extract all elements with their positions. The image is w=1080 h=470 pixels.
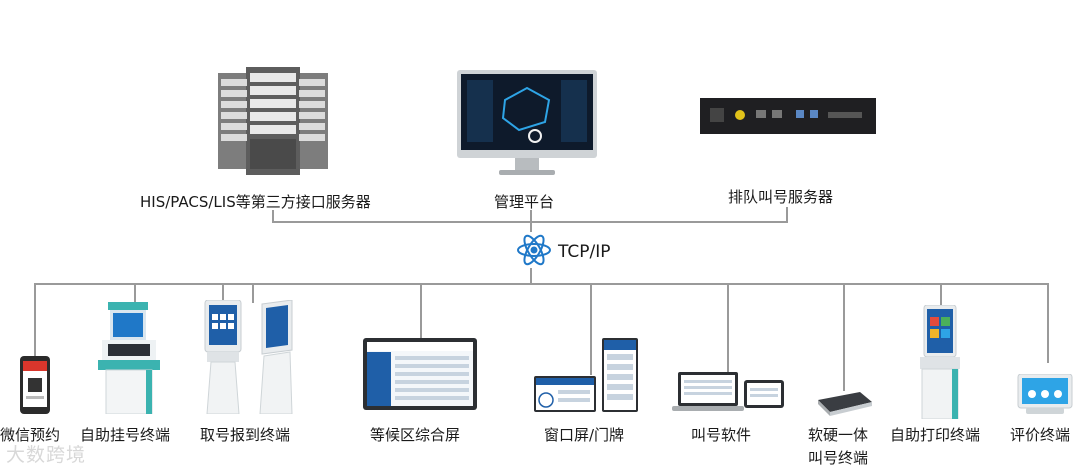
waiting-area-screen-icon xyxy=(363,338,477,410)
self-print-label: 自助打印终端 xyxy=(890,426,981,444)
bottom-bus xyxy=(34,283,1048,285)
drop-waiting-screen xyxy=(420,283,422,338)
drop-evaluation xyxy=(1047,283,1049,363)
integrated-terminal-label-2: 叫号终端 xyxy=(808,449,869,467)
drop-integrated xyxy=(843,283,845,391)
monitor-icon xyxy=(457,70,597,175)
evaluation-label: 评价终端 xyxy=(1010,426,1071,444)
ticket-kiosk-icon-1 xyxy=(204,300,242,414)
protocol-label: TCP/IP xyxy=(558,242,611,262)
top-stem-right xyxy=(786,207,788,222)
platform-label: 管理平台 xyxy=(494,193,555,211)
wechat-label: 微信预约 xyxy=(0,426,61,444)
window-screen-label: 窗口屏/门牌 xyxy=(544,426,625,444)
drop-self-print xyxy=(940,283,942,305)
self-register-kiosk-icon xyxy=(98,302,160,414)
ticket-kiosk-icon-2 xyxy=(259,300,293,414)
queue-server-label: 排队叫号服务器 xyxy=(728,188,834,206)
rack-server-icon xyxy=(700,98,876,134)
self-print-kiosk-icon xyxy=(920,305,960,419)
watermark-text: 大数跨境 xyxy=(6,444,87,466)
drop-self-register xyxy=(134,283,136,305)
ticket-checkin-label: 取号报到终端 xyxy=(200,426,291,444)
laptop-icon xyxy=(672,372,744,411)
drop-calling-software xyxy=(727,283,729,373)
tablet-icon xyxy=(744,380,784,408)
integrated-terminal-label-1: 软硬一体 xyxy=(808,426,869,444)
integrated-terminal-icon xyxy=(818,392,872,416)
calling-software-label: 叫号软件 xyxy=(691,426,752,444)
drop-ticket-2 xyxy=(252,283,254,303)
top-stem-center xyxy=(530,210,532,222)
waiting-screen-label: 等候区综合屏 xyxy=(370,426,461,444)
drop-ticket-1 xyxy=(222,283,224,303)
phone-icon xyxy=(20,356,50,414)
top-stem-left xyxy=(272,210,274,222)
drop-wechat xyxy=(34,283,36,356)
evaluation-terminal-icon xyxy=(1017,374,1073,414)
network-atom-icon xyxy=(516,232,552,268)
self-register-label: 自助挂号终端 xyxy=(80,426,171,444)
door-sign-icon xyxy=(602,338,638,412)
servers-label: HIS/PACS/LIS等第三方接口服务器 xyxy=(140,193,371,211)
window-screen-icon xyxy=(534,376,596,412)
server-rack-icon xyxy=(218,67,328,175)
drop-window-screen xyxy=(590,283,592,375)
